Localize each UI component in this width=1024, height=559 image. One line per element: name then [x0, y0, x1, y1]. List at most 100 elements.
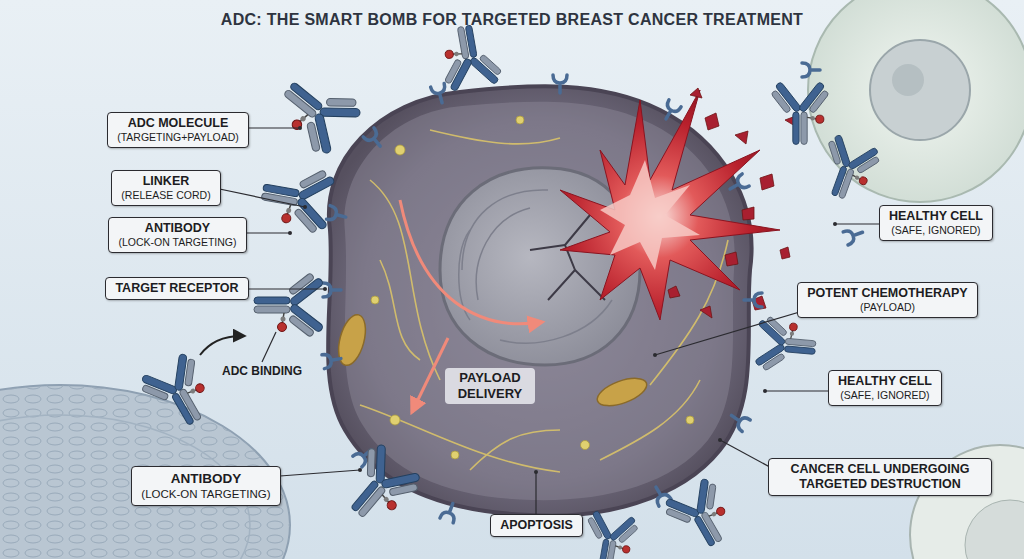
- payload-explosion-part-part: [725, 252, 738, 266]
- leader-lines-part: [240, 288, 325, 289]
- payload-explosion-part: [668, 88, 795, 318]
- cancer-cell-part-part: [516, 116, 524, 124]
- antibody-drug-conjugates-part: [769, 81, 832, 144]
- antibody-drug-conjugates-part: [254, 270, 324, 340]
- cancer-cell-part-part: [390, 415, 400, 425]
- membrane-receptors-part: [744, 293, 762, 307]
- diagram-label: ADC BINDING: [222, 364, 302, 379]
- background-cells-part: [965, 500, 1024, 559]
- background-cells-part: [0, 385, 290, 559]
- cancer-cell-part-part: [451, 451, 459, 459]
- callout-heading: APOPTOSIS: [499, 518, 574, 533]
- callout-heading: ANTIBODY: [140, 470, 272, 487]
- process-arrows: [200, 200, 542, 412]
- cancer-cell-part-part: [462, 190, 548, 270]
- callout-box: ANTIBODY(LOCK-ON TARGETING): [108, 217, 247, 253]
- cancer-cell-part-part: [575, 270, 605, 300]
- membrane-receptors-part: [727, 174, 750, 195]
- cancer-cell-part-part: [360, 405, 560, 472]
- cancer-cell-part: [440, 168, 640, 365]
- callout-heading: LINKER: [120, 174, 212, 189]
- callout-subtext: (TARGETING+PAYLOAD): [116, 131, 240, 144]
- payload-explosion-part-part: [760, 174, 774, 190]
- callout-heading: HEALTHY CELL: [888, 209, 984, 224]
- leader-dots-part: [534, 470, 538, 474]
- leader-dots-part: [763, 389, 767, 393]
- cancer-cell-part: [328, 86, 751, 516]
- cancer-cell: [328, 86, 751, 516]
- leader-dots-part: [358, 468, 362, 472]
- payload-explosion-part: [560, 90, 780, 320]
- membrane-receptors-part: [323, 283, 341, 297]
- leader-dots: [288, 126, 837, 474]
- leader-dots-part: [288, 231, 292, 235]
- payload-explosion-part: [600, 160, 700, 270]
- callout-box: APOPTOSIS: [490, 514, 583, 537]
- leader-dots-part: [298, 126, 302, 130]
- payload-explosion-part-part: [705, 113, 719, 130]
- callout-subtext: (LOCK-ON TARGETING): [117, 236, 238, 249]
- process-arrows-part: [400, 200, 542, 324]
- callout-subtext: (RELEASE CORD): [120, 189, 212, 202]
- background-cells-part: [0, 385, 290, 559]
- antibody-drug-conjugates-part: [133, 347, 224, 438]
- cancer-cell-part-part: [371, 296, 379, 304]
- callout-heading: POTENT CHEMOTHERAPY: [806, 286, 969, 301]
- cancer-cell-part-part: [581, 441, 590, 450]
- cancer-cell-part-part: [686, 416, 694, 424]
- membrane-receptors-part: [440, 501, 459, 523]
- leader-dots-part: [323, 287, 327, 291]
- membrane-receptors-part: [727, 410, 750, 432]
- cancer-cell-part: [594, 373, 650, 411]
- cancer-cell-part-part: [470, 430, 560, 470]
- callout-box: HEALTHY CELL(SAFE, IGNORED): [828, 370, 942, 406]
- membrane-receptors-part: [322, 352, 342, 369]
- cancer-cell-part-part: [476, 208, 530, 300]
- membrane-receptors-part: [802, 63, 820, 77]
- leader-lines-part: [280, 470, 360, 476]
- callout-heading: CANCER CELL UNDERGOING TARGETED DESTRUCT…: [777, 462, 983, 492]
- antibody-drug-conjugates-part: [330, 437, 428, 535]
- cancer-cell-part-part: [548, 215, 590, 300]
- antibody-drug-conjugates-part: [810, 131, 886, 207]
- leader-lines-part: [240, 232, 290, 233]
- callout-box: CANCER CELL UNDERGOING TARGETED DESTRUCT…: [768, 458, 992, 496]
- cancer-cell-part-part: [370, 180, 440, 380]
- payload-explosion-part-part: [735, 131, 748, 144]
- callout-box: HEALTHY CELL(SAFE, IGNORED): [879, 205, 993, 241]
- payload-explosion-part-part: [742, 207, 754, 220]
- antibody-drug-conjugates-part: [256, 157, 337, 238]
- membrane-receptors: [322, 63, 865, 523]
- payload-explosion-part-part: [690, 88, 702, 98]
- cancer-cell-part-part: [430, 130, 560, 144]
- cancer-cell-part-part: [395, 145, 405, 155]
- callout-subtext: (SAFE, IGNORED): [837, 389, 933, 402]
- leader-dots-part: [833, 222, 837, 226]
- membrane-receptors-part: [363, 128, 385, 151]
- diagram-title: ADC: THE SMART BOMB FOR TARGETED BREAST …: [0, 11, 1024, 29]
- leader-lines-part: [262, 332, 276, 362]
- process-arrows-part: [200, 336, 244, 355]
- membrane-receptors-part: [660, 100, 681, 123]
- cancer-cell-part: [530, 215, 605, 300]
- callout-heading: HEALTHY CELL: [837, 374, 933, 389]
- callout-box: ADC MOLECULE(TARGETING+PAYLOAD): [107, 112, 249, 148]
- callout-box: TARGET RECEPTOR: [105, 277, 249, 300]
- leader-lines-part: [835, 223, 880, 224]
- callout-box: ANTIBODY(LOCK-ON TARGETING): [131, 466, 281, 506]
- callout-box: POTENT CHEMOTHERAPY(PAYLOAD): [797, 282, 978, 318]
- membrane-receptors-part: [431, 84, 449, 105]
- leader-dots-part: [653, 353, 657, 357]
- membrane-receptors-part: [553, 75, 567, 93]
- healthy-cell-part: [870, 40, 970, 140]
- payload-explosion: [560, 88, 795, 320]
- leader-lines-part: [210, 187, 305, 207]
- callout-subtext: (SAFE, IGNORED): [888, 224, 984, 237]
- membrane-receptors-part: [843, 226, 865, 245]
- payload-explosion-part-part: [780, 247, 790, 259]
- callout-heading: ANTIBODY: [117, 221, 238, 236]
- antibody-drug-conjugates-part: [578, 508, 643, 559]
- cancer-cell-part-part: [500, 300, 612, 343]
